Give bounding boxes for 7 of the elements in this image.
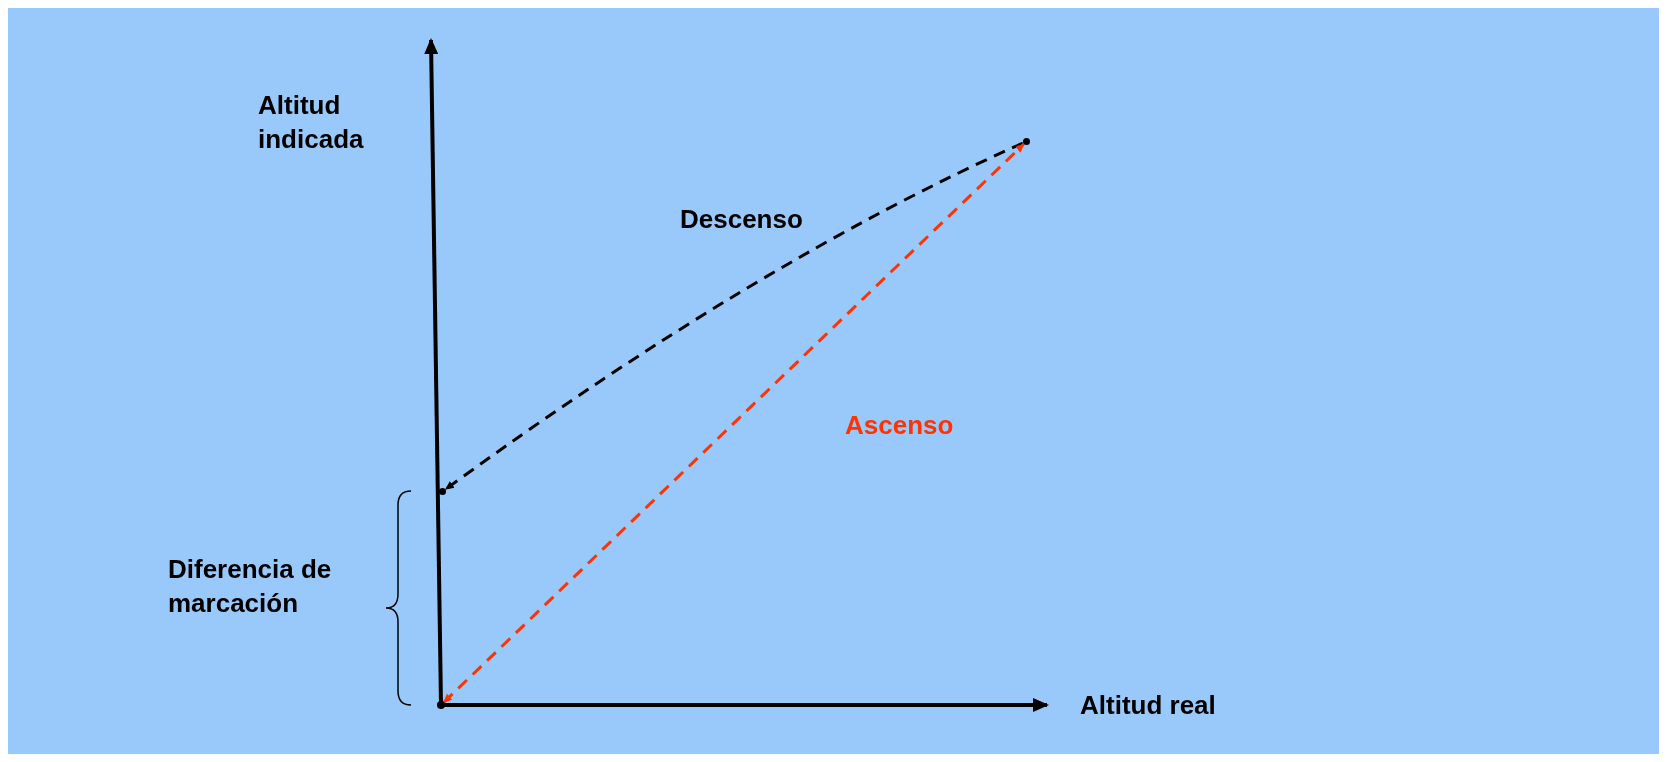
edge-label: Ascenso	[845, 409, 954, 442]
dashed-arrow	[444, 141, 1024, 491]
axis-label: Diferencia de marcación	[168, 553, 333, 620]
axis-label: Altitud real	[1080, 689, 1217, 722]
axis-label: Altitud indicada	[258, 89, 365, 156]
edge-label: Descenso	[680, 203, 803, 236]
dashed-arrow	[442, 143, 1025, 704]
